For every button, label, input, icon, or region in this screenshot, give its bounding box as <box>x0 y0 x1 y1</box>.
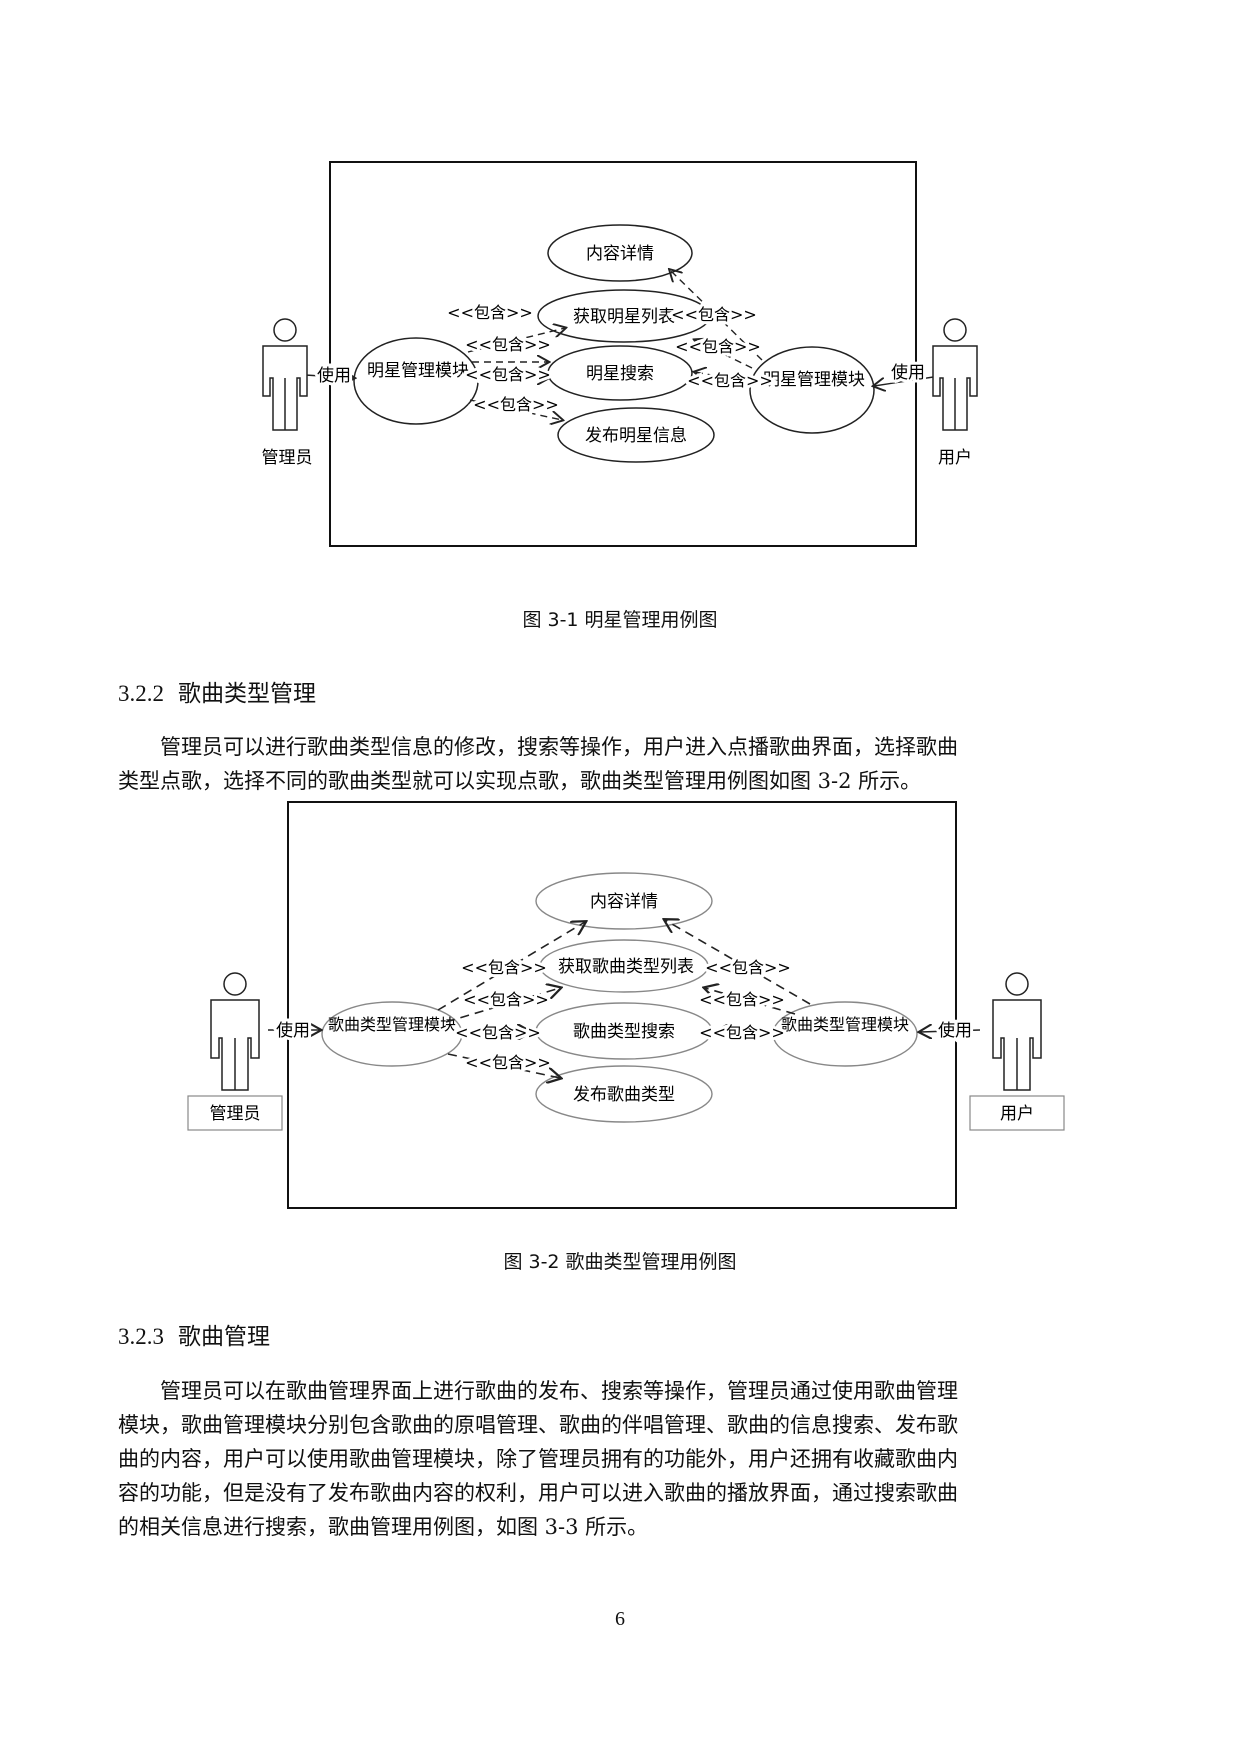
svg-text:歌曲类型管理模块: 歌曲类型管理模块 <box>781 1015 909 1034</box>
section-heading: 3.2.2 歌曲类型管理 <box>118 674 316 708</box>
usecase-detail: 内容详情 <box>547 224 693 282</box>
actor-user-box <box>969 1095 1065 1131</box>
paragraph-line: 容的功能，但是没有了发布歌曲内容的权利，用户可以进入歌曲的播放界面，通过搜索歌曲 <box>118 1481 958 1505</box>
include-label: <<包含>> <box>465 335 551 354</box>
include-arrows-right <box>670 270 763 383</box>
svg-text:内容详情: 内容详情 <box>586 244 654 264</box>
include-label: <<包含>> <box>671 305 757 324</box>
paragraph-line: 类型点歌，选择不同的歌曲类型就可以实现点歌，歌曲类型管理用例图如图 3-2 所示… <box>118 769 922 793</box>
use-label: 使用 <box>938 1020 972 1041</box>
include-arrows-left <box>437 922 585 1078</box>
include-label: <<包含>> <box>465 1053 551 1072</box>
section-paragraph: 管理员可以在歌曲管理界面上进行歌曲的发布、搜索等操作，管理员通过使用歌曲管理 模… <box>118 1374 1122 1544</box>
include-label: <<包含>> <box>461 958 547 977</box>
usecase-get-list: 获取明星列表 <box>537 289 711 343</box>
svg-text:歌曲类型管理模块: 歌曲类型管理模块 <box>328 1015 456 1034</box>
figure-caption: 图 3-1 明星管理用例图 <box>522 609 718 631</box>
include-label: <<包含>> <box>699 990 785 1009</box>
include-label: <<包含>> <box>699 1023 785 1042</box>
section-number: 3.2.3 <box>118 1324 164 1349</box>
actor-admin-box <box>187 1095 283 1131</box>
actor-admin-label: 管理员 <box>262 448 313 468</box>
include-label: <<包含>> <box>699 990 785 1009</box>
include-arrows-right <box>665 920 811 1032</box>
include-label: <<包含>> <box>447 303 533 322</box>
include-label: <<包含>> <box>465 365 551 384</box>
section-title: 歌曲类型管理 <box>178 681 316 707</box>
paragraph-line: 的相关信息进行搜索，歌曲管理用例图，如图 3-3 所示。 <box>118 1515 649 1539</box>
actor-user-icon <box>932 318 978 431</box>
paragraph-line: 曲的内容，用户可以使用歌曲管理模块，除了管理员拥有的功能外，用户还拥有收藏歌曲内 <box>118 1447 958 1471</box>
include-label: <<包含>> <box>705 958 791 977</box>
figure-3-2-diagram: 内容详情 获取歌曲类型列表 歌曲类型搜索 发布歌曲类型 歌曲类型管理模块 歌曲类… <box>187 801 1065 1209</box>
include-label: <<包含>> <box>687 371 773 390</box>
include-label: <<包含>> <box>465 365 551 384</box>
paragraph-line: 管理员可以在歌曲管理界面上进行歌曲的发布、搜索等操作，管理员通过使用歌曲管理 <box>160 1379 958 1403</box>
association-user <box>874 375 941 386</box>
paragraph-line: 模块，歌曲管理模块分别包含歌曲的原唱管理、歌曲的伴唱管理、歌曲的信息搜索、发布歌 <box>118 1413 958 1437</box>
actor-admin-label: 管理员 <box>210 1104 261 1124</box>
figure-frame <box>329 161 917 547</box>
use-label: 使用 <box>891 362 925 383</box>
actor-user-label: 用户 <box>1000 1104 1034 1124</box>
include-label: <<包含>> <box>699 1023 785 1042</box>
include-label: <<包含>> <box>465 1053 551 1072</box>
svg-text:获取明星列表: 获取明星列表 <box>573 307 675 327</box>
actor-admin-icon <box>210 972 260 1091</box>
include-label: <<包含>> <box>705 958 791 977</box>
include-label: <<包含>> <box>675 337 761 356</box>
include-label: <<包含>> <box>463 990 549 1009</box>
usecase-search: 歌曲类型搜索 <box>535 1002 713 1060</box>
section-number: 3.2.2 <box>118 681 164 706</box>
association-admin <box>304 375 354 378</box>
include-label: <<包含>> <box>455 1023 541 1042</box>
use-label: 使用 <box>938 1020 972 1041</box>
usecase-publish: 发布歌曲类型 <box>535 1065 713 1123</box>
include-label: <<包含>> <box>473 395 559 414</box>
use-label: 使用 <box>891 362 925 383</box>
use-label: 使用 <box>276 1020 310 1041</box>
actor-user-label: 用户 <box>938 448 972 468</box>
include-arrows-left <box>467 328 565 420</box>
page-number: 6 <box>615 1608 625 1630</box>
actor-user-icon <box>992 972 1042 1091</box>
section-paragraph: 管理员可以进行歌曲类型信息的修改，搜索等操作，用户进入点播歌曲界面，选择歌曲 类… <box>118 730 1122 798</box>
svg-text:明星管理模块: 明星管理模块 <box>763 370 865 390</box>
svg-text:歌曲类型搜索: 歌曲类型搜索 <box>573 1022 675 1042</box>
include-label: <<包含>> <box>461 958 547 977</box>
use-label: 使用 <box>276 1020 310 1041</box>
include-label: <<包含>> <box>455 1023 541 1042</box>
svg-text:发布歌曲类型: 发布歌曲类型 <box>573 1085 675 1105</box>
include-label: <<包含>> <box>465 335 551 354</box>
include-label: <<包含>> <box>671 305 757 324</box>
use-label: 使用 <box>317 365 351 386</box>
svg-text:内容详情: 内容详情 <box>590 892 658 912</box>
paragraph-line: 管理员可以进行歌曲类型信息的修改，搜索等操作，用户进入点播歌曲界面，选择歌曲 <box>160 735 958 759</box>
figure-caption: 图 3-2 歌曲类型管理用例图 <box>503 1251 737 1273</box>
use-label: 使用 <box>317 365 351 386</box>
svg-text:明星管理模块: 明星管理模块 <box>367 361 469 381</box>
usecase-user-module: 明星管理模块 <box>749 346 875 434</box>
svg-text:发布明星信息: 发布明星信息 <box>585 426 687 446</box>
usecase-search: 明星搜索 <box>547 345 693 401</box>
usecase-admin-module: 歌曲类型管理模块 <box>321 1001 463 1067</box>
usecase-user-module: 歌曲类型管理模块 <box>772 1001 918 1067</box>
svg-text:获取歌曲类型列表: 获取歌曲类型列表 <box>558 957 694 977</box>
usecase-detail: 内容详情 <box>535 872 713 930</box>
include-label: <<包含>> <box>687 371 773 390</box>
section-heading: 3.2.3 歌曲管理 <box>118 1317 270 1351</box>
figure-3-1-diagram: 内容详情 获取明星列表 明星搜索 发布明星信息 明星管理模块 明星管理模块 <<… <box>262 161 978 547</box>
include-label: <<包含>> <box>463 990 549 1009</box>
include-label: <<包含>> <box>675 337 761 356</box>
include-label: <<包含>> <box>473 395 559 414</box>
actor-admin-icon <box>262 318 308 431</box>
association-user <box>920 1030 981 1032</box>
svg-text:明星搜索: 明星搜索 <box>586 364 654 384</box>
figure-frame <box>287 801 957 1209</box>
usecase-admin-module: 明星管理模块 <box>353 337 479 425</box>
section-title: 歌曲管理 <box>178 1324 270 1350</box>
usecase-get-list: 获取歌曲类型列表 <box>539 939 709 993</box>
include-label: <<包含>> <box>447 303 533 322</box>
usecase-publish: 发布明星信息 <box>557 407 715 463</box>
